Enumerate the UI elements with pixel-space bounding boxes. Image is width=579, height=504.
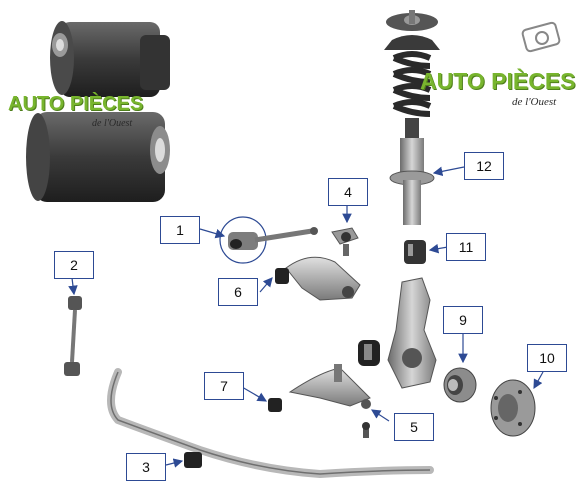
strut-assembly: [384, 10, 440, 225]
callout-4: 4: [328, 178, 368, 206]
callout-11: 11: [446, 233, 486, 261]
bump-stop-part: [404, 240, 426, 264]
anti-roll-bar-part: [107, 368, 434, 479]
callout-12: 12: [464, 152, 504, 180]
callout-2: 2: [54, 251, 94, 279]
camera-icon: [521, 21, 561, 53]
wheel-bearing-part: [443, 367, 477, 403]
leader-lines: [68, 166, 544, 468]
bushing-photo-top: [50, 21, 170, 97]
callout-3: 3: [126, 453, 166, 481]
watermark-logo-left: AUTO PIÈCES: [8, 93, 144, 115]
wheel-hub-part: [490, 379, 536, 437]
callout-7: 7: [204, 372, 244, 400]
callout-1: 1: [160, 216, 200, 244]
lower-control-arm-part: [268, 364, 371, 438]
steering-knuckle-part: [358, 277, 437, 389]
callout-6: 6: [218, 278, 258, 306]
callout-5: 5: [394, 413, 434, 441]
callout-9: 9: [443, 306, 483, 334]
bushing-photo-bottom: [26, 112, 170, 202]
watermark-tagline-left: de l'Ouest: [92, 118, 133, 129]
link-arm-part: [219, 216, 318, 264]
watermark-tagline-right: de l'Ouest: [512, 96, 557, 108]
ball-joint-top-part: [331, 227, 359, 256]
stabilizer-link-part: [64, 296, 82, 376]
callout-10: 10: [527, 344, 567, 372]
watermark-logo-right: AUTO PIÈCES: [420, 68, 576, 94]
upper-control-arm-part: [275, 256, 361, 301]
